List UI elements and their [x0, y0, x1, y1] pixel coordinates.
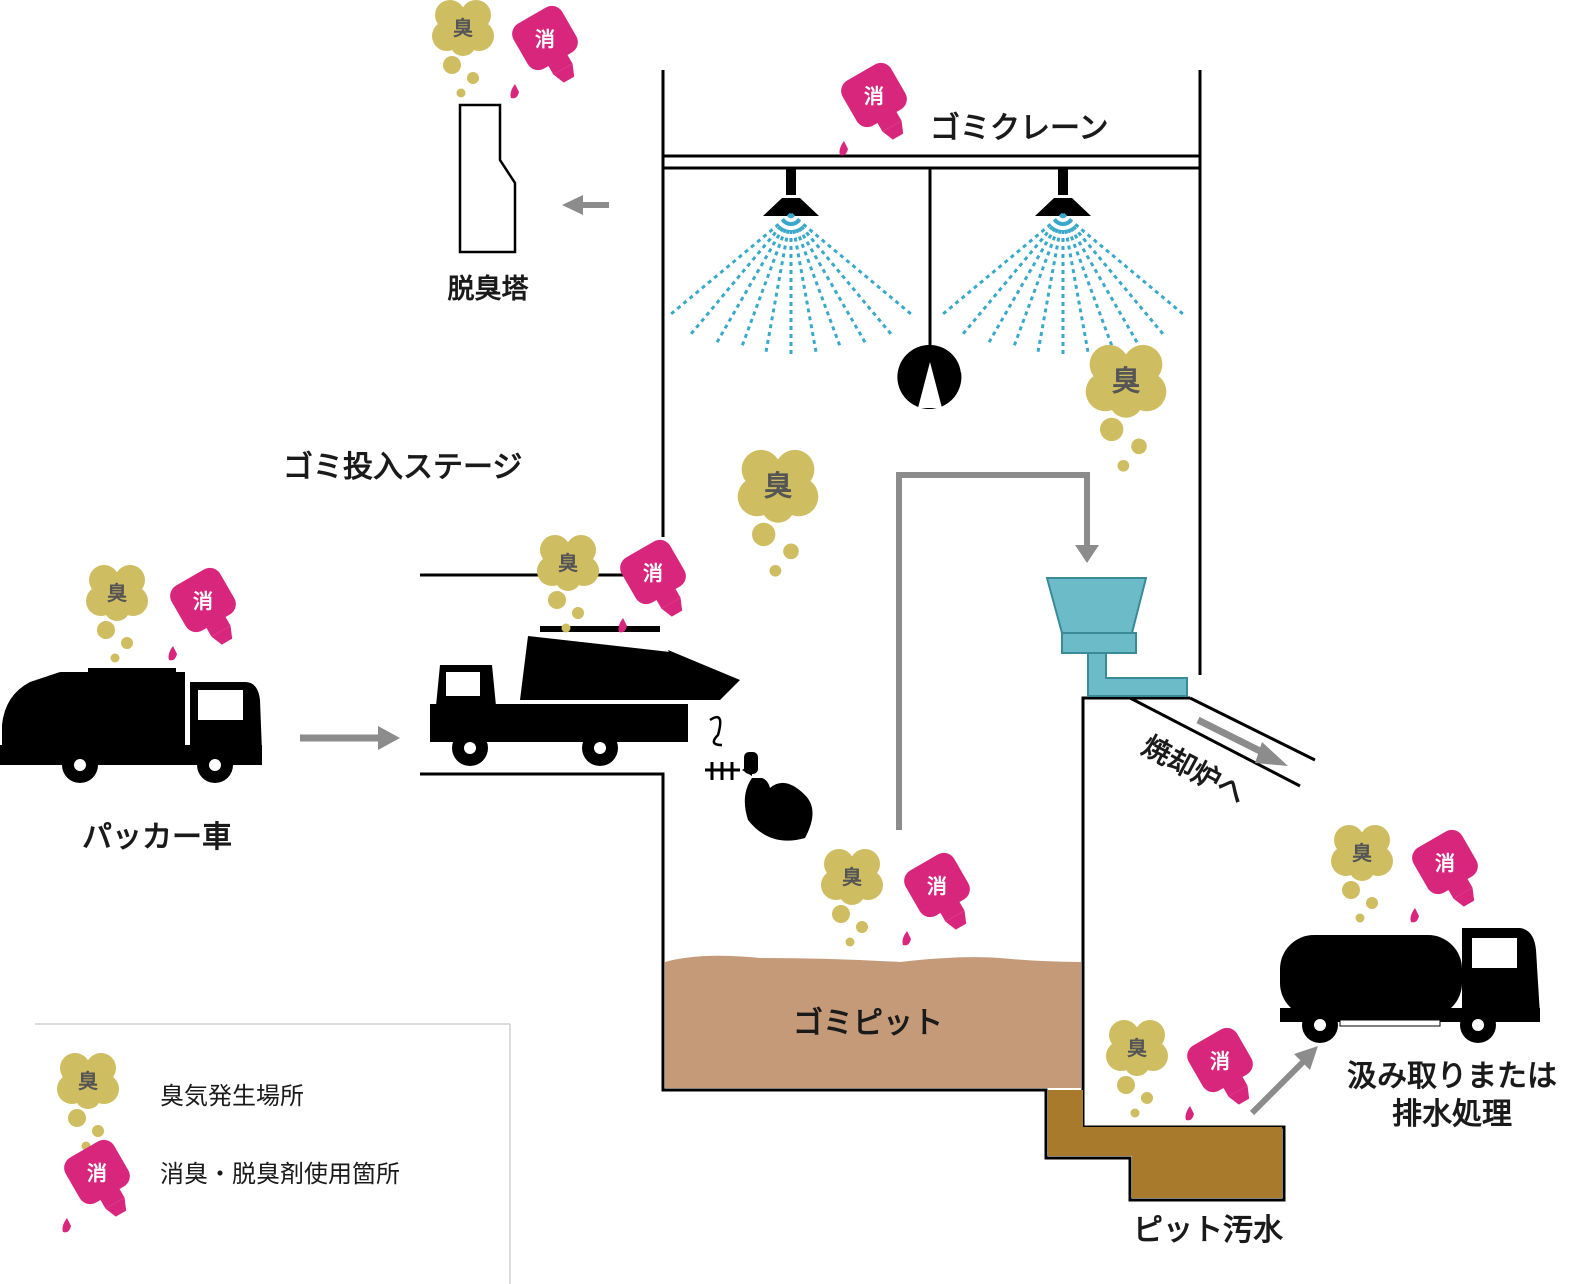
dump-truck-icon	[430, 626, 740, 766]
svg-text:臭: 臭	[842, 865, 862, 889]
label-disposal-line2: 排水処理	[1392, 1097, 1512, 1132]
odor-cloud-pit-air: 臭	[737, 449, 819, 577]
svg-text:臭: 臭	[107, 581, 127, 605]
wastewater-fill	[1048, 1090, 1282, 1198]
garbage-crane	[897, 168, 962, 409]
label-wastewater: ピット汚水	[1133, 1213, 1284, 1248]
deodorant-bottle-crane: 消	[836, 58, 923, 156]
label-tower: 脱臭塔	[448, 274, 530, 305]
deodorant-bottle-tower: 消	[507, 1, 594, 99]
svg-text:消: 消	[643, 561, 663, 585]
label-pit: ゴミピット	[793, 1006, 943, 1041]
spray-nozzle-right	[941, 168, 1185, 356]
deodorant-bottle-vacuum-truck: 消	[1407, 825, 1494, 923]
deodorizing-tower	[458, 103, 517, 254]
svg-text:消: 消	[864, 84, 884, 108]
deodorant-bottle-pit: 消	[899, 848, 986, 946]
disposal-arrow	[1249, 1046, 1318, 1116]
svg-text:臭: 臭	[453, 16, 473, 40]
odor-cloud-stage: 臭	[537, 535, 599, 633]
svg-text:消: 消	[1210, 1049, 1230, 1073]
legend-deodorant-icon: 消	[59, 1135, 146, 1233]
svg-text:臭: 臭	[558, 551, 578, 575]
incinerator-arrow	[1196, 716, 1288, 766]
legend-odor-icon: 臭	[57, 1053, 119, 1151]
label-crane: ゴミクレーン	[930, 111, 1109, 146]
odor-cloud-pit: 臭	[821, 849, 883, 947]
svg-text:消: 消	[927, 874, 947, 898]
label-stage: ゴミ投入ステージ	[283, 450, 522, 485]
spray-nozzle-left	[669, 168, 913, 356]
legend-odor-label: 臭気発生場所	[160, 1082, 304, 1110]
tower-arrow	[562, 195, 609, 215]
svg-text:臭: 臭	[78, 1069, 98, 1093]
garbage-pit-fill	[665, 955, 1081, 1088]
odor-cloud-packer: 臭	[86, 565, 148, 663]
odor-cloud-crane: 臭	[1085, 344, 1167, 472]
legend: 臭 臭気発生場所 消 消臭・脱臭剤使用箇所	[35, 1023, 511, 1284]
svg-text:消: 消	[193, 589, 213, 613]
packer-truck-icon	[0, 668, 262, 783]
vacuum-truck-icon	[1280, 928, 1540, 1043]
svg-text:臭: 臭	[1352, 841, 1372, 865]
legend-deodorant-label: 消臭・脱臭剤使用箇所	[160, 1160, 400, 1188]
label-disposal-line1: 汲み取りまたは	[1347, 1059, 1557, 1094]
svg-text:臭: 臭	[1127, 1036, 1147, 1060]
svg-text:臭: 臭	[1112, 363, 1141, 397]
packer-to-stage-arrow	[300, 726, 400, 750]
odor-cloud-tower: 臭	[432, 0, 494, 98]
deodorant-bottle-wastewater: 消	[1182, 1023, 1269, 1121]
feed-arrow	[896, 472, 1099, 830]
hopper	[1045, 577, 1188, 697]
svg-text:消: 消	[87, 1161, 107, 1185]
deodorant-bottle-packer: 消	[165, 563, 252, 661]
svg-text:消: 消	[1435, 851, 1455, 875]
svg-text:臭: 臭	[764, 468, 793, 502]
label-packer: パッカー車	[82, 820, 232, 855]
svg-text:消: 消	[535, 27, 555, 51]
deodorant-bottle-stage: 消	[615, 535, 702, 633]
odor-cloud-vacuum-truck: 臭	[1331, 825, 1393, 923]
odor-cloud-wastewater: 臭	[1106, 1020, 1168, 1118]
falling-garbage-icon	[705, 715, 813, 841]
